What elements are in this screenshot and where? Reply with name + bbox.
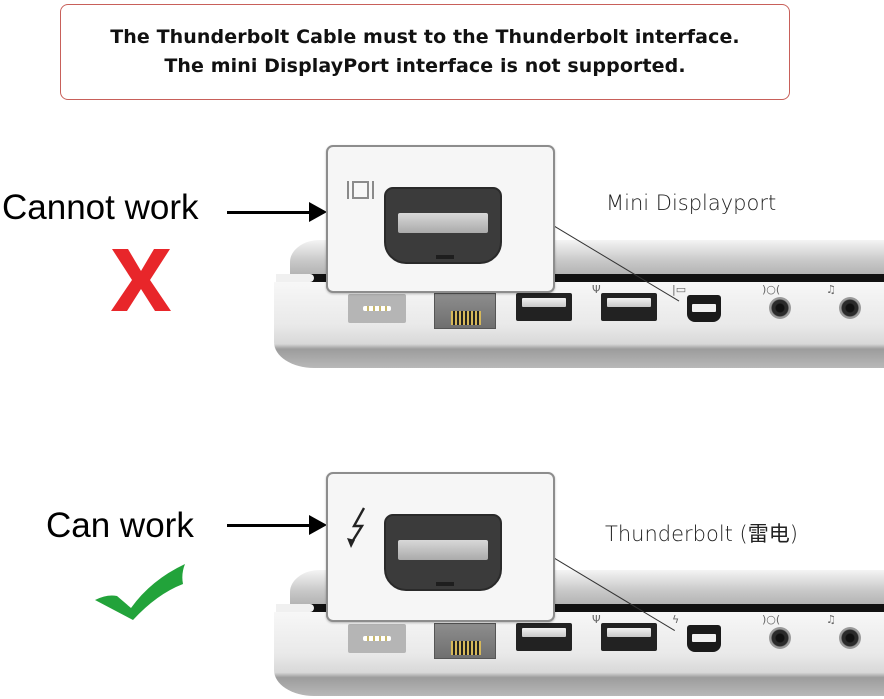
example-cannot-work: Cannot work Ψ |▭ )○( ♫ bbox=[0, 140, 884, 390]
red-x-icon bbox=[111, 249, 171, 311]
audio-in-jack bbox=[769, 627, 791, 649]
status-label: Cannot work bbox=[2, 188, 199, 227]
port-label: Mini Displayport bbox=[606, 191, 777, 215]
example-can-work: Can work Ψ ϟ )○( ♫ Thunder bbox=[0, 460, 884, 699]
usb-port bbox=[601, 623, 657, 651]
thunderbolt-icon: ϟ bbox=[672, 613, 680, 626]
display-port-icon bbox=[347, 181, 374, 199]
thunderbolt-port bbox=[687, 625, 721, 652]
usb-icon: Ψ bbox=[592, 283, 601, 296]
audio-in-jack bbox=[769, 297, 791, 319]
headphone-jack bbox=[839, 297, 861, 319]
notice-line-2: The mini DisplayPort interface is not su… bbox=[164, 55, 686, 77]
enlarged-port bbox=[384, 514, 502, 591]
ethernet-port bbox=[434, 623, 496, 659]
enlarged-port bbox=[384, 187, 502, 264]
notice-box: The Thunderbolt Cable must to the Thunde… bbox=[60, 4, 790, 100]
green-check-icon bbox=[95, 564, 185, 620]
usb-port bbox=[516, 623, 572, 651]
laptop-side: Ψ |▭ )○( ♫ bbox=[268, 240, 884, 368]
notice-line-1: The Thunderbolt Cable must to the Thunde… bbox=[110, 26, 740, 48]
arrow-icon bbox=[227, 202, 327, 222]
ethernet-port bbox=[434, 293, 496, 329]
usb-port bbox=[516, 293, 572, 321]
audio-in-icon: )○( bbox=[762, 283, 781, 296]
thunderbolt-icon bbox=[347, 507, 366, 548]
port-callout bbox=[326, 472, 555, 622]
headphones-icon: ♫ bbox=[826, 283, 836, 296]
audio-in-icon: )○( bbox=[762, 613, 781, 626]
mini-displayport-port bbox=[687, 295, 721, 322]
headphones-icon: ♫ bbox=[826, 613, 836, 626]
status-label: Can work bbox=[46, 506, 194, 545]
usb-port bbox=[601, 293, 657, 321]
usb-icon: Ψ bbox=[592, 613, 601, 626]
headphone-jack bbox=[839, 627, 861, 649]
arrow-icon bbox=[227, 515, 327, 535]
display-port-icon: |▭ bbox=[672, 283, 687, 296]
magsafe-port bbox=[348, 624, 406, 653]
magsafe-port bbox=[348, 294, 406, 323]
port-label: Thunderbolt (雷电) bbox=[605, 522, 798, 546]
port-callout bbox=[326, 145, 555, 293]
